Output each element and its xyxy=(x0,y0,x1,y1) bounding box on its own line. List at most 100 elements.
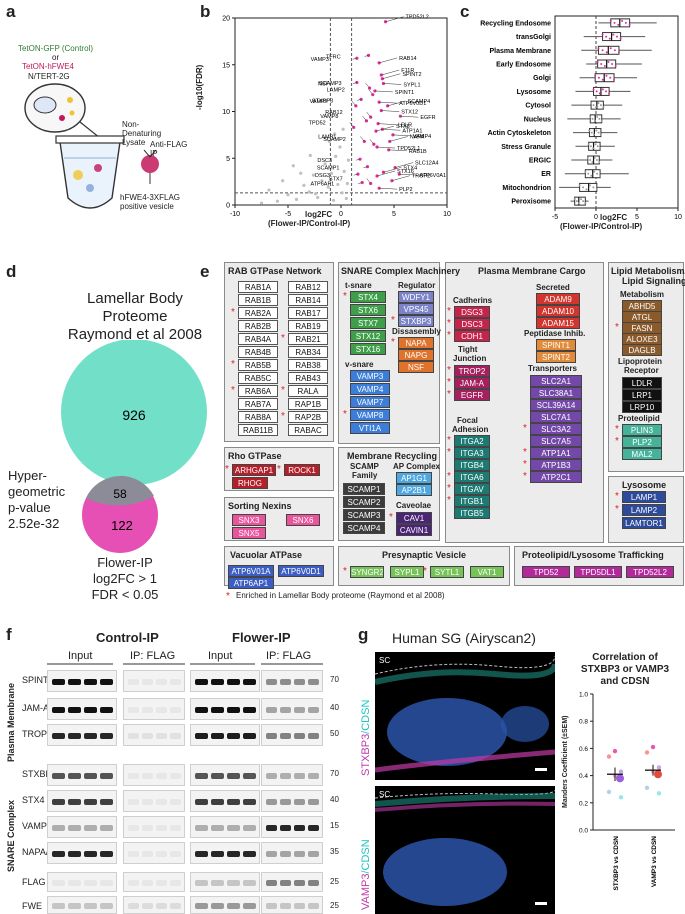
gene-label: LAMP1 xyxy=(318,134,336,140)
protein-tag-75: SLC7A1 xyxy=(530,411,582,423)
blot-strip xyxy=(123,790,185,812)
protein-tag-76: SLC3A2 xyxy=(530,423,582,435)
blot-band xyxy=(294,880,305,886)
protein-tag-37: VAMP7 xyxy=(350,396,390,408)
protein-tag-80: ATP2C1 xyxy=(530,471,582,483)
blot-row-label: JAM-A xyxy=(22,703,49,713)
protein-tag-54: DSG3 xyxy=(454,306,490,318)
box xyxy=(589,114,603,124)
protein-tag-94: LAMTOR1 xyxy=(622,517,666,529)
box-point xyxy=(578,184,581,187)
lysosome-title: Lysosome xyxy=(622,480,667,490)
protein-tag-14: RAB17 xyxy=(288,307,328,319)
box-point xyxy=(596,172,599,175)
blot-strip xyxy=(190,790,260,812)
volcano-point xyxy=(267,188,271,192)
protein-tag-41: VPS45 xyxy=(398,303,434,315)
box-point xyxy=(609,76,612,79)
protein-tag-29: SNX5 xyxy=(232,527,266,539)
venn-title-2: Proteome xyxy=(102,308,168,325)
box-point xyxy=(608,92,611,95)
lamellar-star: * xyxy=(447,471,451,482)
blot-band xyxy=(308,733,319,739)
blot-strip xyxy=(47,724,117,746)
box-point xyxy=(600,63,603,65)
blot-band xyxy=(84,880,97,886)
panel-label-e: e xyxy=(200,262,210,281)
blot-band xyxy=(100,773,113,779)
blot-band xyxy=(156,707,167,713)
lamellar-star: * xyxy=(615,424,619,435)
box-point xyxy=(601,78,604,81)
y-tick-label: 0.4 xyxy=(579,773,588,780)
blot-band xyxy=(52,851,65,857)
gene-label: NSF xyxy=(318,82,330,88)
label-leader xyxy=(374,90,393,93)
box-point xyxy=(598,92,601,95)
lamellar-star: * xyxy=(447,365,451,376)
volcano-point xyxy=(291,164,295,168)
box-point xyxy=(582,200,585,203)
protein-tag-77: SLC7A5 xyxy=(530,435,582,447)
label-leader xyxy=(366,111,371,118)
box-point xyxy=(595,188,598,191)
lamellar-star: * xyxy=(343,291,347,302)
box-point xyxy=(587,172,590,175)
category-label: Peroxisome xyxy=(511,199,551,206)
cell-icon xyxy=(24,83,86,133)
blot-band xyxy=(128,903,139,909)
gene-label: ATP6V0D1 xyxy=(399,101,426,107)
box-point xyxy=(617,51,620,54)
protein-tag-68: ITGA6 xyxy=(454,471,490,483)
blot-band xyxy=(266,679,277,685)
gene-label: F11R xyxy=(401,68,414,74)
label-leader xyxy=(388,149,407,152)
label-leader xyxy=(352,57,357,60)
blot-strip xyxy=(261,764,323,786)
blot-band xyxy=(211,799,224,805)
gene-label: VAMP4 xyxy=(413,134,431,140)
box-point xyxy=(601,33,604,36)
blot-band xyxy=(52,679,65,685)
volcano-point xyxy=(365,165,370,169)
blot-band xyxy=(266,880,277,886)
mw-marker: 40 xyxy=(330,703,339,712)
box-point xyxy=(590,174,593,177)
gene-label: VAMP7 xyxy=(310,99,328,105)
volcano-point xyxy=(387,148,391,152)
box-point xyxy=(592,186,595,189)
volcano-point xyxy=(345,181,349,186)
gene-label: STX4 xyxy=(403,165,417,171)
focal-label-2: Adhesion xyxy=(452,425,489,434)
manders-ylabel: Manders Coefficient (±SEM) xyxy=(562,715,569,808)
protein-tag-99: SYPL1 xyxy=(390,566,424,578)
blot-band xyxy=(308,773,319,779)
cadherins-label: Cadherins xyxy=(453,296,493,305)
volcano-point xyxy=(326,185,330,189)
blot-band xyxy=(308,679,319,685)
y-tick-label: 20 xyxy=(222,16,230,23)
gene-label: ATP6V0A1 xyxy=(419,173,446,179)
blot-band xyxy=(227,733,240,739)
box-point xyxy=(580,198,583,201)
volcano-point xyxy=(334,154,338,158)
category-label: Stress Granule xyxy=(501,144,551,151)
protein-tag-65: ITGA2 xyxy=(454,435,490,447)
footnote-text: Enriched in Lamellar Body proteome (Raym… xyxy=(236,591,445,600)
protein-tag-69: ITGAV xyxy=(454,483,490,495)
protein-tag-21: RAP1B xyxy=(288,398,328,410)
protein-tag-100: SYTL1 xyxy=(430,566,464,578)
gene-label: SYPL1 xyxy=(403,82,420,88)
gene-label: SLC12A4 xyxy=(415,161,439,167)
blot-band xyxy=(243,903,256,909)
category-label: Actin Cytoskeleton xyxy=(488,130,551,137)
tight-label-2: Junction xyxy=(453,354,487,363)
box-point xyxy=(619,37,622,40)
venn-title-1: Lamellar Body xyxy=(87,290,183,307)
blot-band xyxy=(142,799,153,805)
protein-tag-24: ARHGAP1 xyxy=(232,464,276,476)
protein-tag-13: RAB14 xyxy=(288,294,328,306)
protein-tag-39: VTI1A xyxy=(350,422,390,434)
lamellar-star: * xyxy=(231,385,235,396)
label-leader xyxy=(379,57,398,64)
